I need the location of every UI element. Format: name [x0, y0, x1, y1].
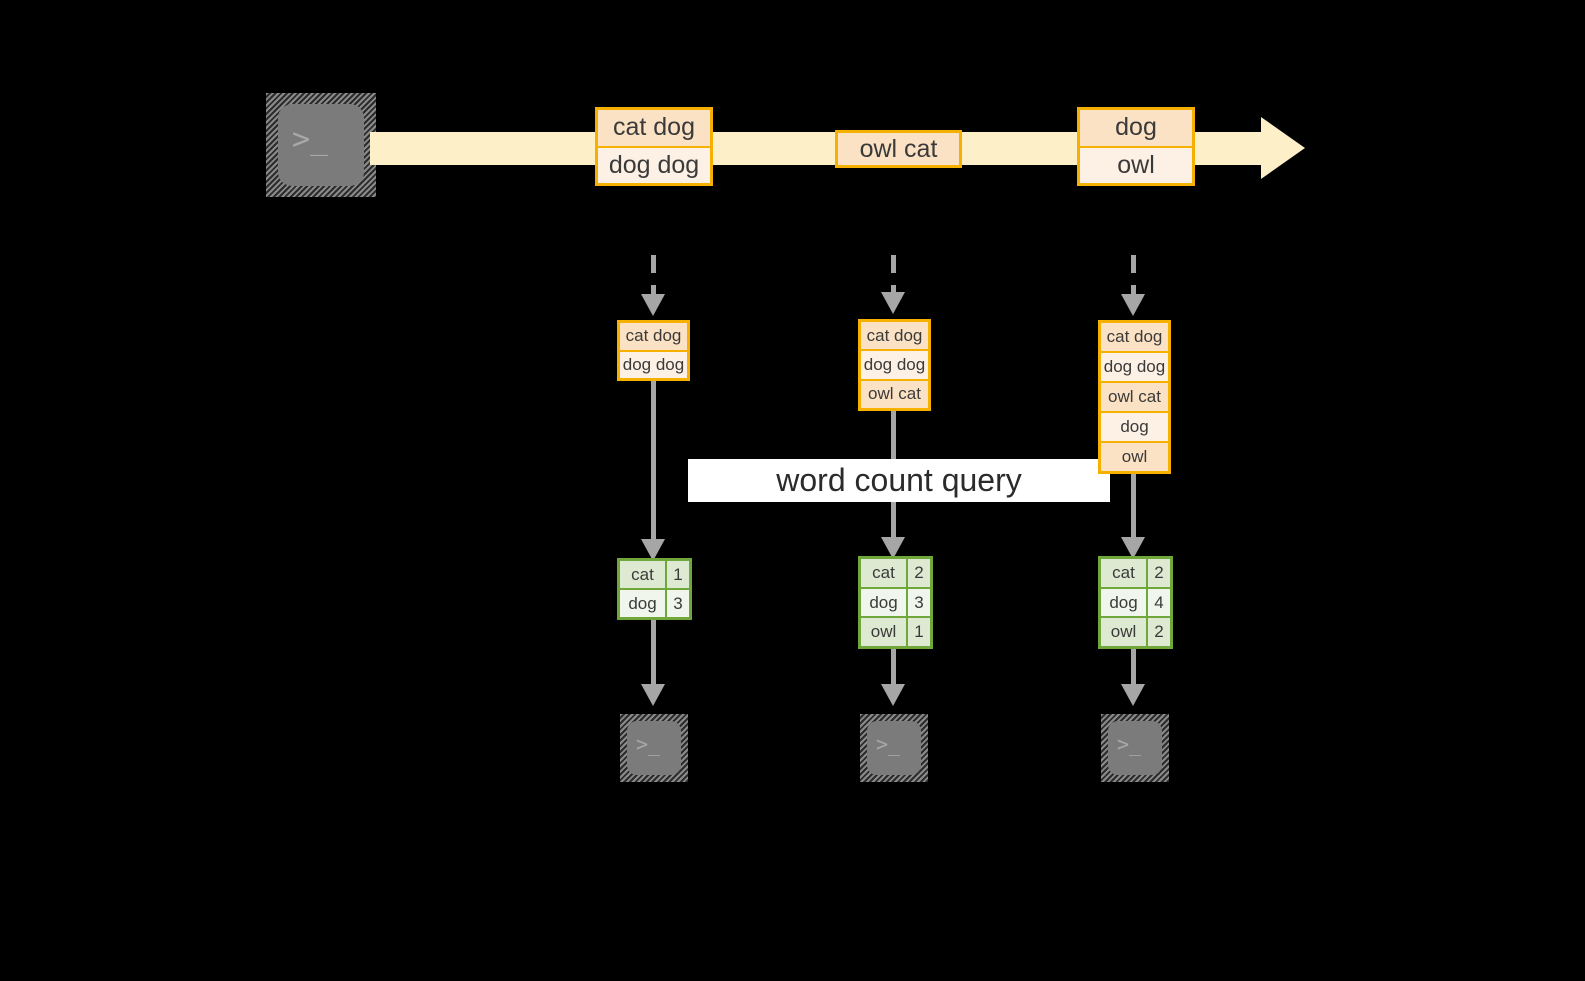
snapshot-1-sink-terminal[interactable]: >_ — [620, 714, 688, 782]
table-row: owl 2 — [1101, 616, 1170, 647]
source-terminal-prompt-icon: >_ — [292, 122, 329, 157]
snapshot-1-query-arrowhead — [641, 539, 665, 561]
table-row: dog 4 — [1101, 586, 1170, 617]
table-row: cat 2 — [861, 559, 930, 587]
snapshot-2-sink-terminal[interactable]: >_ — [860, 714, 928, 782]
snapshot-2-input-row: cat dog — [861, 322, 928, 350]
result-word: dog — [620, 590, 667, 617]
snapshot-3-query-line — [1131, 474, 1136, 544]
snapshot-2-feed-line — [891, 255, 896, 300]
result-count: 4 — [1148, 588, 1170, 617]
event-stream-arrowhead — [1261, 117, 1305, 179]
sink-terminal-body — [1108, 721, 1162, 775]
source-terminal-body — [278, 104, 364, 186]
stream-event-row: owl cat — [838, 133, 959, 165]
table-row: dog 3 — [861, 586, 930, 617]
result-count: 3 — [908, 588, 930, 617]
snapshot-1-sink-arrowhead — [641, 684, 665, 706]
snapshot-1-result-table[interactable]: cat 1 dog 3 — [617, 558, 692, 620]
snapshot-3-sink-arrowhead — [1121, 684, 1145, 706]
result-word: cat — [620, 561, 667, 588]
snapshot-3-feed-line — [1131, 255, 1136, 300]
result-word: cat — [1101, 559, 1148, 587]
snapshot-2-query-arrowhead — [881, 537, 905, 559]
stream-event-group-1[interactable]: cat dog dog dog — [595, 107, 713, 186]
table-row: owl 1 — [861, 616, 930, 647]
snapshot-3-input-row: owl cat — [1101, 381, 1168, 411]
snapshot-3-input-row: owl — [1101, 441, 1168, 471]
stream-event-group-2[interactable]: owl cat — [835, 130, 962, 168]
sink-terminal-prompt-icon: >_ — [1117, 732, 1142, 756]
result-count: 1 — [908, 618, 930, 647]
snapshot-1-feed-arrowhead — [641, 294, 665, 316]
snapshot-3-sink-terminal[interactable]: >_ — [1101, 714, 1169, 782]
snapshot-1-query-line — [651, 381, 656, 545]
snapshot-3-input-row: cat dog — [1101, 323, 1168, 351]
table-row: dog 3 — [620, 588, 689, 617]
table-row: cat 1 — [620, 561, 689, 588]
result-count: 2 — [908, 559, 930, 587]
query-label-text: word count query — [776, 462, 1022, 498]
snapshot-2-input-table[interactable]: cat dog dog dog owl cat — [858, 319, 931, 411]
query-label-band: word count query — [688, 459, 1110, 502]
stream-event-row: dog dog — [598, 145, 710, 183]
snapshot-2-input-row: dog dog — [861, 349, 928, 379]
snapshot-2-result-table[interactable]: cat 2 dog 3 owl 1 — [858, 556, 933, 649]
result-word: dog — [1101, 588, 1148, 617]
snapshot-2-feed-arrowhead — [881, 292, 905, 314]
stream-event-row: dog — [1080, 110, 1192, 146]
snapshot-1-input-table[interactable]: cat dog dog dog — [617, 320, 690, 381]
result-count: 3 — [667, 590, 689, 617]
snapshot-1-input-row: dog dog — [620, 349, 687, 378]
result-word: cat — [861, 559, 908, 587]
stream-event-row: owl — [1080, 145, 1192, 183]
snapshot-1-feed-line — [651, 255, 656, 300]
sink-terminal-body — [627, 721, 681, 775]
stream-event-group-3[interactable]: dog owl — [1077, 107, 1195, 186]
result-word: owl — [861, 618, 908, 647]
snapshot-3-result-table[interactable]: cat 2 dog 4 owl 2 — [1098, 556, 1173, 649]
table-row: cat 2 — [1101, 559, 1170, 587]
source-terminal[interactable]: >_ — [266, 93, 376, 197]
snapshot-2-sink-arrowhead — [881, 684, 905, 706]
result-count: 1 — [667, 561, 689, 588]
snapshot-3-input-row: dog — [1101, 411, 1168, 441]
result-count: 2 — [1148, 559, 1170, 587]
snapshot-3-input-table[interactable]: cat dog dog dog owl cat dog owl — [1098, 320, 1171, 474]
sink-terminal-body — [867, 721, 921, 775]
snapshot-2-sink-line — [891, 649, 896, 688]
snapshot-3-query-arrowhead — [1121, 537, 1145, 559]
stream-event-row: cat dog — [598, 110, 710, 146]
snapshot-2-input-row: owl cat — [861, 378, 928, 408]
result-word: owl — [1101, 618, 1148, 647]
snapshot-3-input-row: dog dog — [1101, 351, 1168, 381]
snapshot-3-sink-line — [1131, 649, 1136, 688]
result-count: 2 — [1148, 618, 1170, 647]
snapshot-1-sink-line — [651, 620, 656, 688]
snapshot-1-input-row: cat dog — [620, 323, 687, 350]
sink-terminal-prompt-icon: >_ — [636, 732, 661, 756]
sink-terminal-prompt-icon: >_ — [876, 732, 901, 756]
snapshot-3-feed-arrowhead — [1121, 294, 1145, 316]
result-word: dog — [861, 588, 908, 617]
